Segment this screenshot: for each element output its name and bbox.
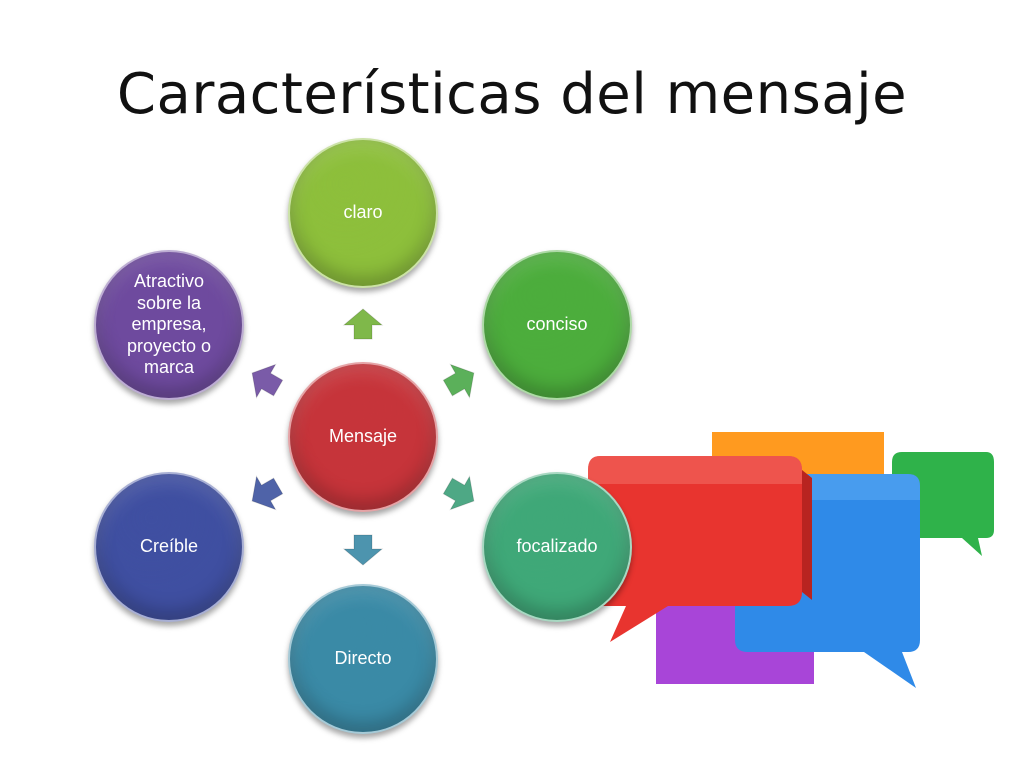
red-bubble [588, 456, 802, 642]
speech-bubbles-icon [588, 432, 994, 688]
slide-title: Características del mensaje [116, 62, 908, 127]
arrow-atractivo [251, 363, 284, 399]
node-conciso: conciso [482, 250, 632, 400]
node-label: Directo [334, 648, 392, 669]
node-label: conciso [526, 314, 588, 335]
node-atractivo: Atractivo sobre la empresa, proyecto o m… [94, 250, 244, 400]
node-label: Atractivo sobre la empresa, proyecto o m… [126, 271, 212, 378]
node-claro: claro [288, 138, 438, 288]
arrow-claro [342, 308, 384, 340]
center-node-mensaje: Mensaje [288, 362, 438, 512]
node-label: focalizado [516, 536, 598, 557]
arrow-directo [342, 534, 384, 566]
node-directo: Directo [288, 584, 438, 734]
node-focalizado: focalizado [482, 472, 632, 622]
node-label: Creíble [139, 536, 199, 557]
node-label: claro [343, 202, 383, 223]
center-node-label: Mensaje [328, 426, 398, 447]
arrow-creible [251, 475, 284, 511]
node-creible: Creíble [94, 472, 244, 622]
arrow-conciso [442, 363, 475, 399]
arrow-focalizado [442, 475, 475, 511]
